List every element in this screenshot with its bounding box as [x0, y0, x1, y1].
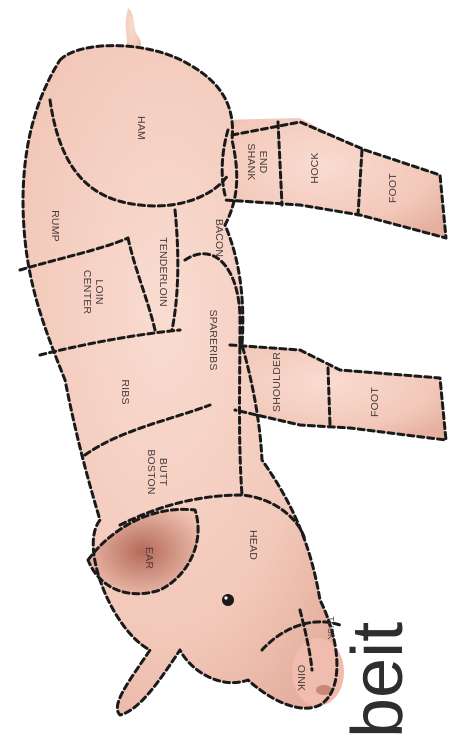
label-head: HEAD: [247, 530, 259, 560]
label-ham: HAM: [135, 116, 147, 140]
label-center-loin-1: CENTER: [81, 270, 93, 315]
eye: [222, 594, 234, 606]
label-shoulder: SHOULDER: [271, 352, 283, 412]
label-hock-rear: HOCK: [309, 152, 321, 183]
label-shank-end-2: END: [257, 151, 269, 174]
front-leg: [228, 345, 446, 440]
label-bacon: BACON: [213, 219, 225, 257]
label-tenderloin: TENDERLOIN: [157, 237, 169, 307]
label-ear: EAR: [143, 547, 155, 569]
label-shank-end-1: SHANK: [245, 143, 257, 180]
label-tusk: TUSK: [326, 616, 336, 640]
label-spareribs: SPARERIBS: [207, 309, 219, 370]
label-center-loin-2: LOIN: [93, 279, 105, 304]
label-boston-butt-2: BUTT: [157, 458, 169, 487]
label-ribs: RIBS: [119, 379, 131, 404]
label-foot-rear: FOOT: [387, 173, 399, 203]
label-foot-front: FOOT: [369, 387, 381, 417]
label-oink: OINK: [295, 665, 307, 691]
partial-word: beit: [338, 622, 418, 738]
label-boston-butt-1: BOSTON: [145, 449, 157, 494]
label-rump: RUMP: [49, 210, 61, 242]
